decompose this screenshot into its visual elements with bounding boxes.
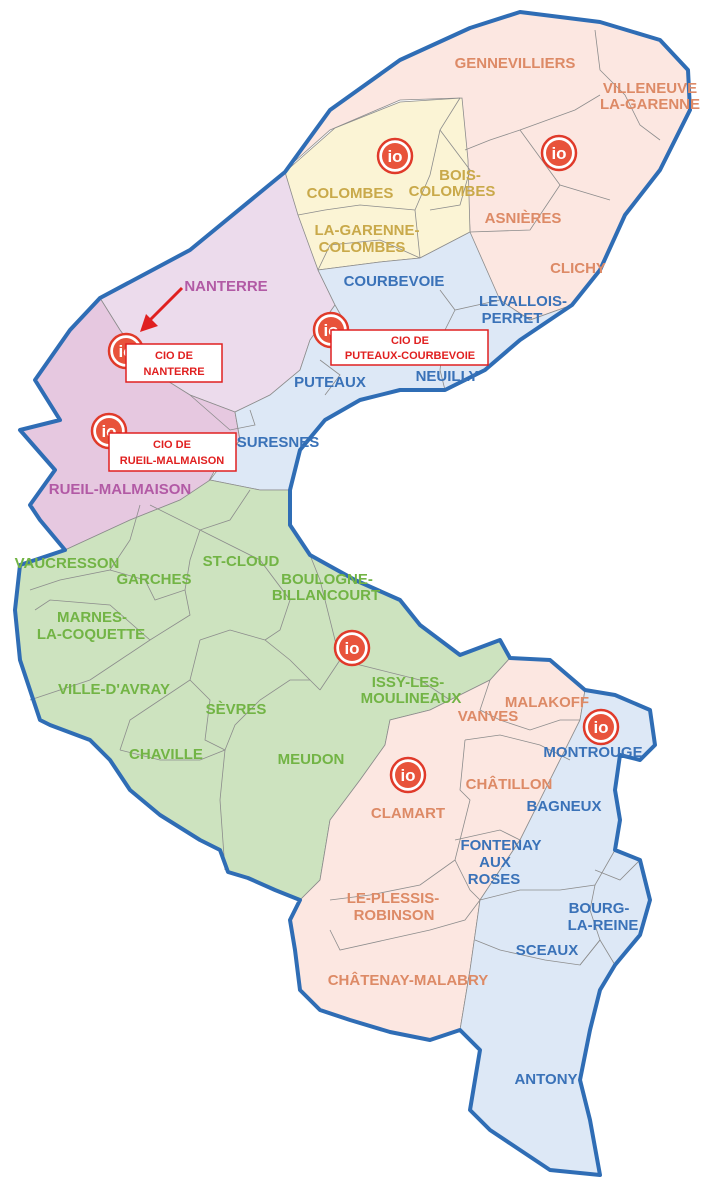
label-st-cloud: ST-CLOUD — [203, 553, 280, 570]
label-la-garenne-2: COLOMBES — [319, 239, 406, 256]
label-bourg-2: LA-REINE — [568, 917, 639, 934]
svg-text:io: io — [551, 144, 566, 163]
label-nanterre: NANTERRE — [184, 278, 267, 295]
cio-icon-clamart[interactable]: io — [389, 756, 427, 794]
label-levallois-1: LEVALLOIS- — [479, 293, 567, 310]
label-marnes-2: LA-COQUETTE — [37, 626, 145, 643]
label-chatillon: CHÂTILLON — [466, 775, 553, 793]
label-fontenay-3: ROSES — [468, 871, 521, 888]
label-bois-colombes-2: COLOMBES — [409, 183, 496, 200]
label-sevres: SÈVRES — [206, 701, 267, 718]
svg-text:io: io — [387, 147, 402, 166]
label-gennevilliers: GENNEVILLIERS — [455, 55, 576, 72]
label-villeneuve-1: VILLENEUVE — [603, 80, 697, 97]
svg-text:io: io — [400, 766, 415, 785]
label-vaucresson: VAUCRESSON — [15, 555, 120, 572]
cio-icon-rueil[interactable]: io — [90, 412, 128, 450]
label-colombes: COLOMBES — [307, 185, 394, 202]
label-neuilly: NEUILLY — [416, 368, 479, 385]
label-plessis-1: LE-PLESSIS- — [347, 890, 440, 907]
label-montrouge: MONTROUGE — [543, 744, 642, 761]
commune-labels: GENNEVILLIERS VILLENEUVE LA-GARENNE COLO… — [15, 55, 700, 1088]
svg-text:io: io — [344, 639, 359, 658]
label-fontenay-1: FONTENAY — [460, 837, 541, 854]
label-bois-colombes-1: BOIS- — [439, 167, 481, 184]
label-plessis-2: ROBINSON — [354, 907, 435, 924]
label-bourg-1: BOURG- — [569, 900, 630, 917]
label-levallois-2: PERRET — [482, 310, 543, 327]
cio-rueil-line2: RUEIL-MALMAISON — [120, 455, 225, 467]
label-issy-2: MOULINEAUX — [361, 690, 462, 707]
cio-label-puteaux: CIO DE PUTEAUX-COURBEVOIE — [330, 329, 489, 366]
label-antony: ANTONY — [514, 1071, 577, 1088]
label-ville-davray: VILLE-D'AVRAY — [58, 681, 170, 698]
label-chaville: CHAVILLE — [129, 746, 203, 763]
label-chatenay-malabry: CHÂTENAY-MALABRY — [328, 971, 489, 989]
label-vanves: VANVES — [458, 708, 519, 725]
cio-puteaux-line1: CIO DE — [391, 335, 429, 347]
cio-puteaux-line2: PUTEAUX-COURBEVOIE — [345, 350, 475, 362]
svg-text:io: io — [593, 718, 608, 737]
cio-icons: io io io io io io io — [90, 134, 620, 794]
label-meudon: MEUDON — [278, 751, 345, 768]
label-courbevoie: COURBEVOIE — [344, 273, 445, 290]
cio-nanterre-line1: CIO DE — [155, 350, 193, 362]
label-fontenay-2: AUX — [479, 854, 511, 871]
cio-label-rueil: CIO DE RUEIL-MALMAISON — [108, 432, 237, 472]
label-clamart: CLAMART — [371, 805, 445, 822]
label-boulogne-2: BILLANCOURT — [272, 587, 380, 604]
label-bagneux: BAGNEUX — [526, 798, 601, 815]
label-boulogne-1: BOULOGNE- — [281, 571, 373, 588]
cio-icon-montrouge[interactable]: io — [582, 708, 620, 746]
cio-nanterre-line2: NANTERRE — [143, 366, 204, 378]
label-garches: GARCHES — [116, 571, 191, 588]
arrow-icon — [140, 286, 184, 332]
label-issy-1: ISSY-LES- — [372, 674, 445, 691]
label-asnieres: ASNIÈRES — [485, 210, 562, 227]
label-malakoff: MALAKOFF — [505, 694, 589, 711]
label-marnes-1: MARNES- — [57, 609, 127, 626]
label-villeneuve-2: LA-GARENNE — [600, 96, 700, 113]
label-puteaux: PUTEAUX — [294, 374, 366, 391]
label-rueil-malmaison: RUEIL-MALMAISON — [49, 481, 192, 498]
cio-icon-boulogne[interactable]: io — [333, 629, 371, 667]
department-outline — [13, 10, 692, 1177]
label-sceaux: SCEAUX — [516, 942, 579, 959]
label-suresnes: SURESNES — [237, 434, 320, 451]
cio-icon-colombes[interactable]: io — [376, 137, 414, 175]
cio-icon-asnieres[interactable]: io — [540, 134, 578, 172]
cio-rueil-line1: CIO DE — [153, 439, 191, 451]
label-la-garenne-1: LA-GARENNE- — [315, 222, 420, 239]
label-clichy: CLICHY — [550, 260, 606, 277]
cio-label-nanterre: CIO DE NANTERRE — [125, 343, 223, 383]
